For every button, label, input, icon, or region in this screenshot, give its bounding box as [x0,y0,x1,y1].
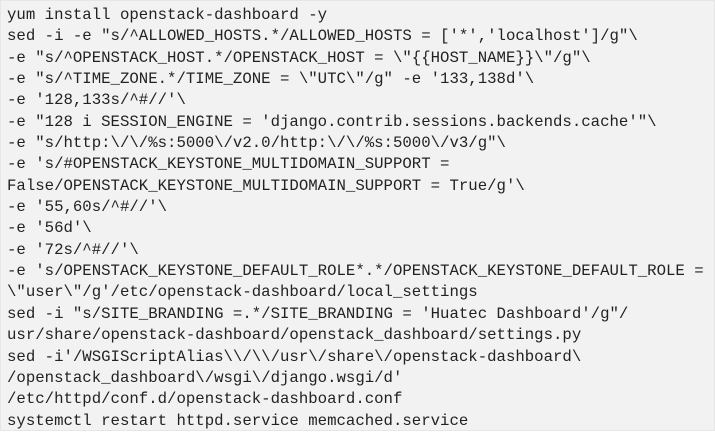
code-line: systemctl restart httpd.service memcache… [7,411,469,430]
code-line: sed -i'/WSGIScriptAlias\\/\\/usr\/share\… [7,347,582,366]
code-line: -e '55,60s/^#//'\ [7,198,168,217]
code-line: usr/share/openstack-dashboard/openstack_… [7,326,582,345]
code-line: -e "128 i SESSION_ENGINE = 'django.contr… [7,112,657,131]
code-line: -e "s/^TIME_ZONE.*/TIME_ZONE = \"UTC\"/g… [7,70,535,89]
code-line: -e 's/#OPENSTACK_KEYSTONE_MULTIDOMAIN_SU… [7,155,450,174]
code-line: -e '72s/^#//'\ [7,240,139,259]
code-line: -e "s/http:\/\/%s:5000\/v2.0/http:\/\/%s… [7,134,506,153]
code-line: \"user\"/g'/etc/openstack-dashboard/loca… [7,283,478,302]
code-line: yum install openstack-dashboard -y [7,6,328,24]
code-line: /etc/httpd/conf.d/openstack-dashboard.co… [7,390,403,409]
code-line: sed -i -e "s/^ALLOWED_HOSTS.*/ALLOWED_HO… [7,27,638,46]
code-line: False/OPENSTACK_KEYSTONE_MULTIDOMAIN_SUP… [7,176,525,195]
code-line: sed -i "s/SITE_BRANDING =.*/SITE_BRANDIN… [7,304,629,323]
code-line: -e '56d'\ [7,219,92,238]
code-line: -e 's/OPENSTACK_KEYSTONE_DEFAULT_ROLE*.*… [7,262,704,281]
code-line: -e "s/^OPENSTACK_HOST.*/OPENSTACK_HOST =… [7,48,591,67]
code-line: /openstack_dashboard\/wsgi\/django.wsgi/… [7,368,403,387]
code-line: -e '128,133s/^#//'\ [7,91,186,110]
